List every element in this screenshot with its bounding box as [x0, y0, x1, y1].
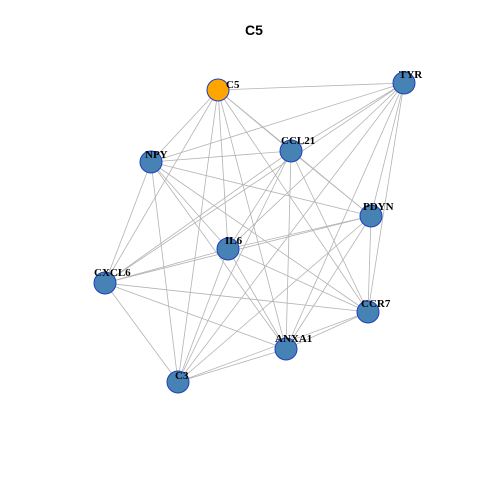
node-tyr: [392, 71, 416, 95]
edge-pdyn-il6: [227, 215, 372, 250]
edge-ccl21-npy: [150, 150, 292, 163]
node-ccr7: [356, 300, 380, 324]
node-label-npy: NPY: [145, 149, 168, 161]
edge-c5-npy: [150, 89, 219, 163]
edge-pdyn-c3: [177, 215, 372, 383]
edge-tyr-il6: [227, 82, 405, 250]
edge-ccr7-c3: [177, 311, 369, 383]
edge-pdyn-anxa1: [285, 215, 372, 350]
node-label-ccl21: CCL21: [281, 135, 315, 147]
edges-layer: [104, 82, 405, 383]
nodes-layer: [93, 71, 416, 394]
node-label-cxcl6: CXCL6: [94, 267, 131, 279]
edge-npy-ccr7: [150, 161, 369, 313]
node-c3: [166, 370, 190, 394]
edge-tyr-pdyn: [370, 82, 405, 217]
edge-c5-ccr7: [217, 89, 369, 313]
edge-il6-anxa1: [227, 248, 287, 350]
node-pdyn: [359, 204, 383, 228]
edge-tyr-ccl21: [290, 82, 405, 152]
node-npy: [139, 150, 163, 174]
node-cxcl6: [93, 271, 117, 295]
node-label-ccr7: CCR7: [361, 298, 391, 310]
edge-il6-cxcl6: [104, 248, 229, 284]
edge-tyr-cxcl6: [104, 82, 405, 284]
edge-ccl21-c3: [177, 150, 292, 383]
node-anxa1: [274, 337, 298, 361]
edge-tyr-anxa1: [285, 82, 405, 350]
edge-ccl21-ccr7: [290, 150, 369, 313]
node-label-c3: C3: [175, 370, 189, 382]
edge-npy-c3: [150, 161, 179, 383]
edge-tyr-c3: [177, 82, 405, 383]
edge-cxcl6-anxa1: [104, 282, 287, 350]
chart-title: C5: [245, 22, 263, 38]
edge-c5-tyr: [217, 82, 405, 91]
node-label-anxa1: ANXA1: [275, 333, 312, 345]
edge-c5-anxa1: [217, 89, 287, 350]
edge-tyr-ccr7: [367, 82, 405, 313]
edge-npy-cxcl6: [104, 161, 152, 284]
node-label-tyr: TYR: [399, 69, 423, 81]
edge-il6-ccr7: [227, 248, 369, 313]
edge-npy-anxa1: [150, 161, 287, 350]
edge-ccl21-il6: [227, 150, 292, 250]
edge-c5-c3: [177, 89, 219, 383]
edge-ccr7-anxa1: [285, 311, 369, 350]
edge-ccl21-anxa1: [285, 150, 292, 350]
edge-anxa1-c3: [177, 348, 287, 383]
edge-c5-il6: [217, 89, 229, 250]
node-c5: [206, 78, 230, 102]
node-ccl21: [279, 139, 303, 163]
node-label-c5: C5: [226, 79, 240, 91]
node-label-il6: IL6: [225, 235, 243, 247]
edge-ccl21-cxcl6: [104, 150, 292, 284]
edge-pdyn-ccr7: [367, 215, 372, 313]
edge-c5-cxcl6: [104, 89, 219, 284]
edge-cxcl6-c3: [104, 282, 179, 383]
edge-ccl21-pdyn: [290, 150, 372, 217]
edge-npy-il6: [150, 161, 229, 250]
edge-npy-pdyn: [150, 161, 372, 217]
edge-tyr-npy: [150, 82, 405, 163]
node-il6: [216, 237, 240, 261]
edge-il6-c3: [177, 248, 229, 383]
edge-cxcl6-ccr7: [104, 282, 369, 313]
node-label-pdyn: PDYN: [363, 201, 394, 213]
